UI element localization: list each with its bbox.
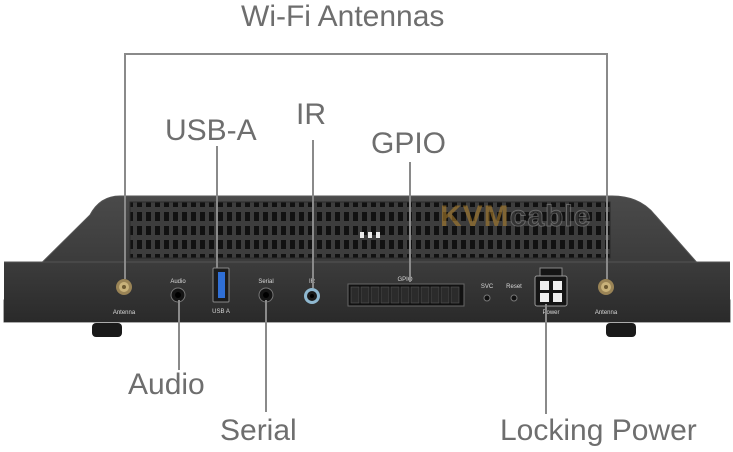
vent-grille bbox=[130, 202, 610, 258]
right-foot bbox=[606, 323, 636, 337]
callout-wifi-antennas: Wi-Fi Antennas bbox=[241, 0, 445, 33]
panel-label-serial: Serial bbox=[258, 279, 273, 285]
ir-jack bbox=[304, 288, 320, 304]
svc-button bbox=[483, 294, 491, 302]
audio-jack bbox=[170, 287, 186, 303]
callout-audio: Audio bbox=[128, 368, 205, 401]
wifi-bracket-left bbox=[124, 53, 126, 279]
callout-ir: IR bbox=[296, 98, 326, 131]
panel-label-antenna-right: Antenna bbox=[595, 310, 618, 316]
callout-usb-a: USB-A bbox=[165, 114, 257, 147]
watermark-cable: cable bbox=[509, 200, 592, 234]
ir-pointer bbox=[312, 140, 314, 288]
usb-a-pointer bbox=[216, 146, 218, 268]
wifi-bracket-top bbox=[124, 53, 607, 55]
audio-pointer bbox=[178, 300, 180, 370]
panel-label-audio: Audio bbox=[170, 279, 186, 285]
serial-pointer bbox=[265, 300, 267, 412]
callout-gpio: GPIO bbox=[371, 127, 447, 160]
usb-a-port bbox=[212, 267, 230, 303]
panel-label-power: Power bbox=[542, 310, 559, 316]
watermark-logo: KVMcable bbox=[440, 200, 591, 234]
left-foot bbox=[92, 323, 122, 337]
panel-label-svc: SVC bbox=[481, 284, 494, 290]
callout-serial: Serial bbox=[220, 414, 297, 447]
power-pointer bbox=[545, 304, 547, 414]
panel-label-usb-a: USB A bbox=[212, 309, 230, 315]
watermark-kvm: KVM bbox=[440, 200, 510, 233]
panel-label-antenna-left: Antenna bbox=[113, 310, 136, 316]
callout-locking-power: Locking Power bbox=[500, 414, 697, 447]
panel-label-gpio: GPIO bbox=[397, 277, 412, 283]
locking-power-connector bbox=[534, 267, 568, 307]
reset-button bbox=[510, 294, 518, 302]
panel-label-reset: Reset bbox=[506, 284, 522, 290]
wifi-bracket-right bbox=[606, 53, 608, 279]
antenna-left-connector bbox=[116, 279, 132, 295]
gpio-pointer bbox=[409, 162, 411, 282]
gpio-terminal-block bbox=[347, 283, 465, 307]
antenna-right-connector bbox=[598, 279, 614, 295]
